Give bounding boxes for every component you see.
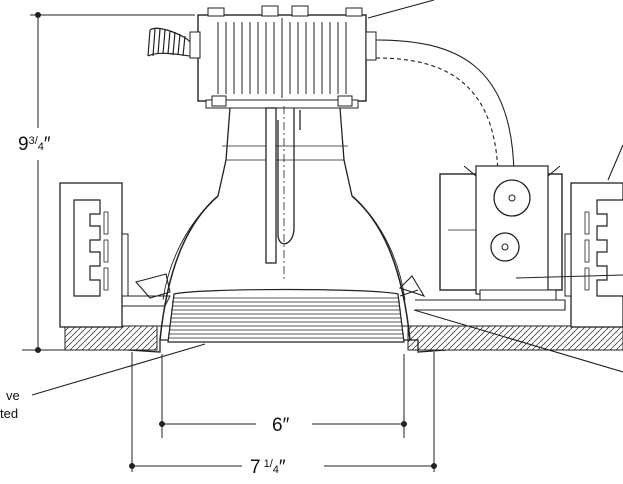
aperture-whole: 6 <box>272 415 283 436</box>
right-mounting-bracket <box>564 182 623 328</box>
baffle-trim <box>167 288 405 343</box>
cutout-dimension <box>129 352 437 472</box>
left-mounting-bracket <box>59 182 171 328</box>
cutout-denominator: 4 <box>273 464 279 476</box>
callout-line-1: ve <box>6 388 20 403</box>
height-numerator: 3 <box>29 135 35 147</box>
height-dimension <box>22 12 195 353</box>
junction-box <box>189 5 377 109</box>
cutout-numerator: 1 <box>264 458 270 470</box>
height-slash: / <box>35 135 39 147</box>
cutout-slash: / <box>270 458 274 470</box>
aperture-dimension <box>159 354 407 438</box>
aperture-inch-mark: ″ <box>283 415 290 436</box>
spring-clips <box>135 273 426 299</box>
callout-line-2: ted <box>0 406 18 421</box>
height-whole: 9 <box>18 134 29 155</box>
aperture-dimension-label: 6″ <box>272 415 290 436</box>
cutout-whole: 7 <box>250 457 261 478</box>
height-inch-mark: ″ <box>44 134 51 155</box>
ceiling-section <box>60 325 623 351</box>
driver-box <box>439 165 563 301</box>
cutout-inch-mark: ″ <box>279 457 286 478</box>
height-denominator: 4 <box>38 141 44 153</box>
flexible-conduit <box>147 27 191 57</box>
height-dimension-label: 93/4″ <box>18 134 51 155</box>
lamp-housing <box>217 106 353 280</box>
power-cable <box>375 39 515 177</box>
leader-lines <box>31 0 623 396</box>
